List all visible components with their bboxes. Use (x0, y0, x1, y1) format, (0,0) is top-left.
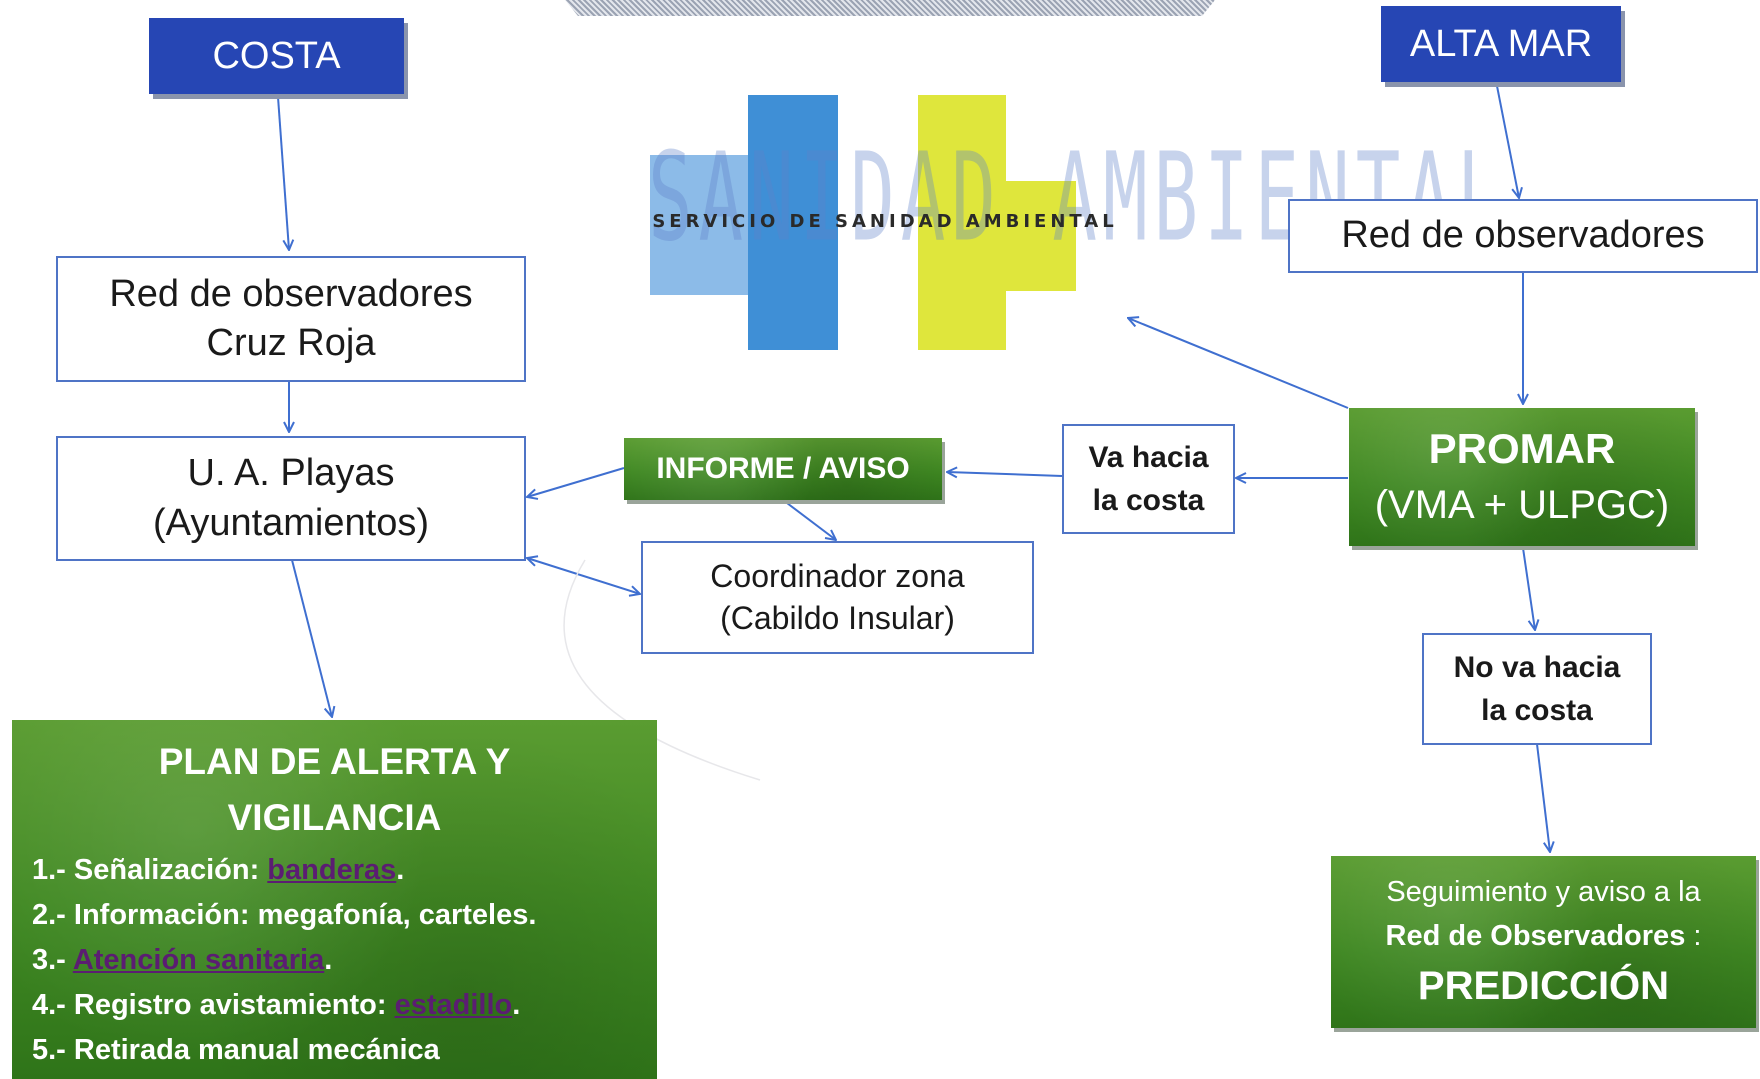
plan-item-1-text: 1.- Señalización: (32, 854, 268, 886)
seguimiento-text: Seguimiento y aviso a la (1386, 876, 1701, 908)
plan-item-4-text: 4.- Registro avistamiento: (32, 989, 395, 1021)
costa-header: COSTA (149, 18, 404, 94)
coordinador-zona-box: Coordinador zona (Cabildo Insular) (641, 541, 1034, 654)
plan-item-1: 1.- Señalización: banderas. (32, 848, 657, 893)
plan-alerta-vigilancia-box: PLAN DE ALERTA Y VIGILANCIA 1.- Señaliza… (12, 720, 657, 1079)
arrow-promar-to-novahacia (1522, 547, 1535, 630)
plan-item-3-text: 3.- (32, 944, 73, 976)
va-hacia-line2: la costa (1092, 484, 1205, 517)
decorative-hatch-bar (565, 0, 1215, 16)
no-va-hacia-la-costa-box: No va hacia la costa (1422, 633, 1652, 745)
informe-aviso-box: INFORME / AVISO (624, 438, 942, 500)
faint-curve (563, 559, 761, 781)
alta-mar-header: ALTA MAR (1381, 6, 1621, 82)
seguimiento-prediccion-box: Seguimiento y aviso a la Red de Observad… (1331, 856, 1756, 1028)
plan-item-1-suffix: . (396, 854, 405, 886)
red-observadores-costa-box: Red de observadores Cruz Roja (56, 256, 526, 382)
arrow-costa-to-redobs (277, 96, 289, 250)
promar-box: PROMAR (VMA + ULPGC) (1349, 408, 1695, 546)
red-observadores-costa-line1: Red de observadores (109, 272, 473, 315)
arrow-uaplayas-to-plan (291, 559, 332, 717)
plan-item-2: 2.- Información: megafonía, carteles. (32, 893, 657, 938)
seguimiento-line2: Red de Observadores : (1386, 914, 1702, 958)
plan-item-2-text: 2.- Información: megafonía, carteles. (32, 899, 537, 931)
prediccion-label: PREDICCIÓN (1417, 964, 1670, 1008)
arrow-informe-to-coordinador (782, 499, 836, 540)
logo-block-blue (748, 95, 838, 350)
red-observadores-altamar-label: Red de observadores (1341, 214, 1705, 257)
plan-item-4: 4.- Registro avistamiento: estadillo. (32, 983, 657, 1028)
alta-mar-header-label: ALTA MAR (1409, 22, 1593, 65)
no-va-hacia-line1: No va hacia (1453, 650, 1621, 684)
arrow-vahacia-to-informe (947, 472, 1063, 476)
costa-header-label: COSTA (212, 34, 341, 77)
ua-playas-line1: U. A. Playas (187, 452, 395, 495)
seguimiento-colon: : (1693, 920, 1702, 952)
plan-item-3-suffix: . (324, 944, 333, 976)
ua-playas-line2: (Ayuntamientos) (153, 501, 429, 544)
arrow-altamar-to-redobs (1496, 85, 1519, 198)
red-observadores-costa-line2: Cruz Roja (206, 322, 376, 364)
promar-title: PROMAR (1428, 425, 1616, 472)
sanidad-ambiental-logo: SANIDAD AMBIENTAL SERVICIO DE SANIDAD AM… (620, 95, 1508, 355)
no-va-hacia-line2: la costa (1481, 694, 1593, 727)
va-hacia-line1: Va hacia (1088, 440, 1209, 474)
arrow-promar-to-logo (1128, 318, 1349, 409)
banderas-link[interactable]: banderas (267, 854, 397, 886)
coordinador-zona-line2: (Cabildo Insular) (720, 599, 955, 636)
estadillo-link[interactable]: estadillo (394, 989, 513, 1021)
seguimiento-line1: Seguimiento y aviso a la (1386, 870, 1700, 914)
va-hacia-la-costa-box: Va hacia la costa (1062, 424, 1235, 534)
arrow-novahacia-to-seguimiento (1536, 743, 1550, 852)
plan-item-3: 3.- Atención sanitaria. (32, 938, 657, 983)
arrow-informe-to-uaplayas (527, 467, 625, 497)
logo-caption: SERVICIO DE SANIDAD AMBIENTAL (652, 211, 1118, 232)
plan-title-line2: VIGILANCIA (227, 797, 442, 838)
plan-item-5: 5.- Retirada manual mecánica (32, 1028, 657, 1073)
informe-aviso-label: INFORME / AVISO (656, 452, 910, 485)
plan-items-list: 1.- Señalización: banderas. 2.- Informac… (12, 848, 657, 1073)
logo-block-yellow-right (1006, 181, 1076, 291)
plan-title-line1: PLAN DE ALERTA Y (158, 741, 511, 782)
logo-background-text: SANIDAD AMBIENTAL (648, 127, 1508, 269)
plan-item-4-suffix: . (512, 989, 521, 1021)
ua-playas-box: U. A. Playas (Ayuntamientos) (56, 436, 526, 561)
plan-item-5-text: 5.- Retirada manual mecánica (32, 1034, 440, 1066)
logo-block-yellow-top (918, 95, 1006, 350)
atencion-sanitaria-link[interactable]: Atención sanitaria (72, 944, 325, 976)
red-observadores-altamar-box: Red de observadores (1288, 199, 1758, 273)
red-observadores-emphasis: Red de Observadores (1385, 920, 1686, 952)
promar-subtitle: (VMA + ULPGC) (1374, 483, 1670, 527)
arrow-uaplayas-coordinador (527, 558, 640, 594)
coordinador-zona-line1: Coordinador zona (710, 557, 965, 594)
